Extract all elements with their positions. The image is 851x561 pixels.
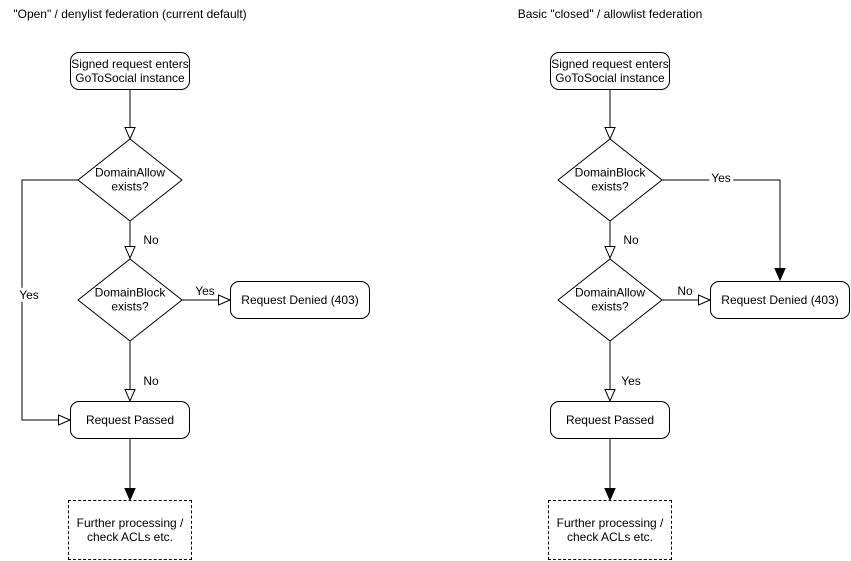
left-chart-title: "Open" / denylist federation (current de…	[13, 7, 247, 21]
right-request-passed-node: Request Passed	[550, 401, 670, 439]
left-request-passed-node: Request Passed	[70, 401, 190, 439]
left-allow-yes-edge-label: Yes	[17, 287, 41, 303]
right-start-node: Signed request enters GoToSocial instanc…	[550, 52, 670, 90]
right-domain-allow-label: DomainAllow exists?	[574, 285, 646, 314]
right-domain-block-label: DomainBlock exists?	[574, 165, 646, 194]
right-chart-title: Basic "closed" / allowlist federation	[517, 7, 703, 21]
left-allow-no-arrowhead-icon	[124, 246, 136, 260]
left-domain-block-label: DomainBlock exists?	[94, 285, 166, 314]
left-start-node: Signed request enters GoToSocial instanc…	[70, 52, 190, 90]
left-block-yes-edge-label: Yes	[193, 283, 217, 299]
right-allow-no-edge-label: No	[675, 283, 695, 299]
left-domain-allow-label: DomainAllow exists?	[94, 165, 166, 194]
right-allow-yes-edge-label: Yes	[619, 373, 643, 389]
left-start-to-allow-arrowhead-icon	[124, 127, 136, 141]
left-chart-connectors	[21, 90, 232, 502]
right-block-yes-connector	[662, 179, 781, 269]
right-further-processing-node: Further processing / check ACLs etc.	[548, 500, 672, 560]
left-allow-yes-arrowhead-icon	[58, 414, 72, 426]
right-passed-to-further-arrowhead-icon	[604, 488, 616, 502]
left-allow-no-edge-label: No	[141, 232, 161, 248]
right-domain-block-diamond	[557, 138, 663, 222]
left-further-processing-node: Further processing / check ACLs etc.	[68, 500, 192, 560]
left-block-no-edge-label: No	[141, 373, 161, 389]
left-block-yes-arrowhead-icon	[218, 294, 232, 306]
right-chart-connectors	[557, 90, 786, 502]
left-domain-allow-diamond	[77, 138, 183, 222]
left-passed-to-further-arrowhead-icon	[124, 488, 136, 502]
right-start-to-block-arrowhead-icon	[604, 127, 616, 141]
right-block-no-arrowhead-icon	[604, 246, 616, 260]
right-allow-yes-arrowhead-icon	[604, 389, 616, 403]
left-request-denied-node: Request Denied (403)	[230, 281, 370, 319]
left-block-no-arrowhead-icon	[124, 389, 136, 403]
right-block-yes-arrowhead-icon	[774, 268, 786, 282]
right-request-denied-node: Request Denied (403)	[710, 281, 850, 319]
right-block-no-edge-label: No	[621, 232, 641, 248]
right-allow-no-arrowhead-icon	[698, 294, 712, 306]
right-block-yes-edge-label: Yes	[709, 170, 733, 186]
